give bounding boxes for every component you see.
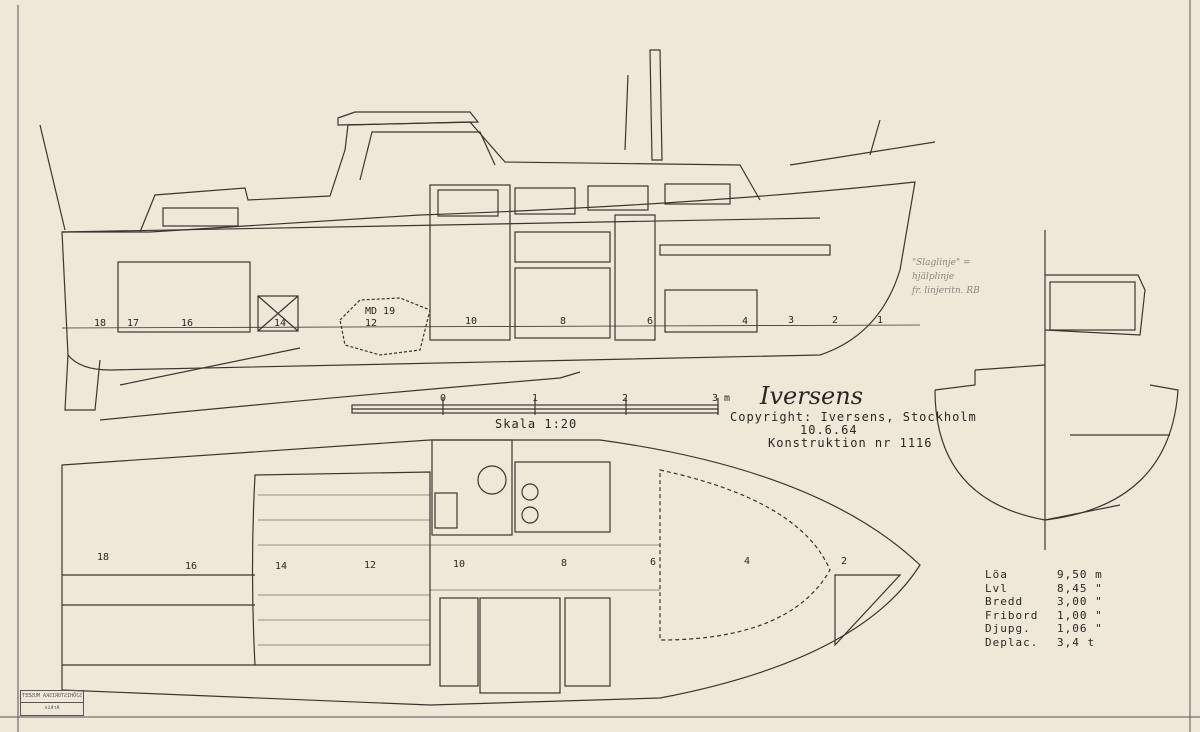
stamp-line: Arkiv [44,705,60,711]
plan-view [61,439,921,706]
spec-value: 1,00 " [1057,608,1103,622]
station-label: 18 [97,552,110,563]
archive-stamp: SJÖHISTORISKA MUSEET Arkiv [20,690,84,716]
date-text: 10.6.64 [800,423,858,437]
spec-label: Lvl [985,581,1008,595]
spec-row: Fribord 1,00 " [985,609,1103,623]
spec-row: Bredd 3,00 " [985,595,1103,609]
station-label: 16 [185,561,198,572]
handwritten-note: "Slaglinje" = hjälplinje fr. linjeritn. … [912,256,980,298]
station-label: 2 [832,315,839,326]
spec-row: Lvl 8,45 " [985,582,1103,596]
spec-label: Fribord [985,608,1039,622]
station-label: 10 [453,559,466,570]
station-label: 6 [647,316,654,327]
station-label: 4 [742,316,749,327]
spec-row: Djupg. 1,06 " [985,622,1103,636]
scale-tick: 3 m [712,393,731,404]
station-label: 17 [127,318,140,329]
station-label: 6 [650,557,657,568]
station-label: 3 [788,315,795,326]
scale-tick: 1 [532,393,539,404]
spec-value: 3,4 t [1057,635,1096,649]
side-profile-view [39,49,936,421]
spec-label: Djupg. [985,622,1031,635]
note-line: "Slaglinje" = [912,258,971,268]
note-line: hjälplinje [912,272,955,282]
stamp-line: SJÖHISTORISKA MUSEET [21,691,83,703]
spec-row: Löa 9,50 m [985,568,1103,582]
specifications-table: Löa 9,50 m Lvl 8,45 " Bredd 3,00 " Fribord 1… [985,568,1103,649]
signature: Iversens [760,382,864,410]
station-label: 14 [274,318,287,329]
copyright-text: Copyright: Iversens, Stockholm [730,410,977,424]
scale-bar [351,398,719,415]
spec-row: Deplac. 3,4 t [985,636,1103,650]
station-label: 2 [841,556,848,567]
scale-tick: 2 [622,393,629,404]
construction-number: Konstruktion nr 1116 [768,436,933,450]
spec-value: 9,50 m [1057,568,1103,581]
station-label: 16 [181,318,194,329]
station-label: 4 [744,556,751,567]
spec-label: Bredd [985,595,1024,608]
station-label: 18 [94,318,107,329]
spec-value: 1,06 " [1057,622,1103,635]
section-view [934,230,1179,550]
spec-label: Löa [985,568,1008,581]
spec-value: 3,00 " [1057,595,1103,608]
station-label: 8 [560,316,567,327]
spec-value: 8,45 " [1057,581,1103,595]
station-label: 8 [561,558,568,569]
station-label: 12 [365,318,378,329]
station-label: 14 [275,561,288,572]
station-label: 10 [465,316,478,327]
spec-label: Deplac. [985,635,1039,649]
note-line: fr. linjeritn. RB [912,286,980,296]
station-label: 1 [877,315,884,326]
engine-label: MD 19 [365,306,396,317]
scale-label: Skala 1:20 [495,417,578,431]
scale-tick: 0 [440,393,447,404]
station-label: 12 [364,560,377,571]
